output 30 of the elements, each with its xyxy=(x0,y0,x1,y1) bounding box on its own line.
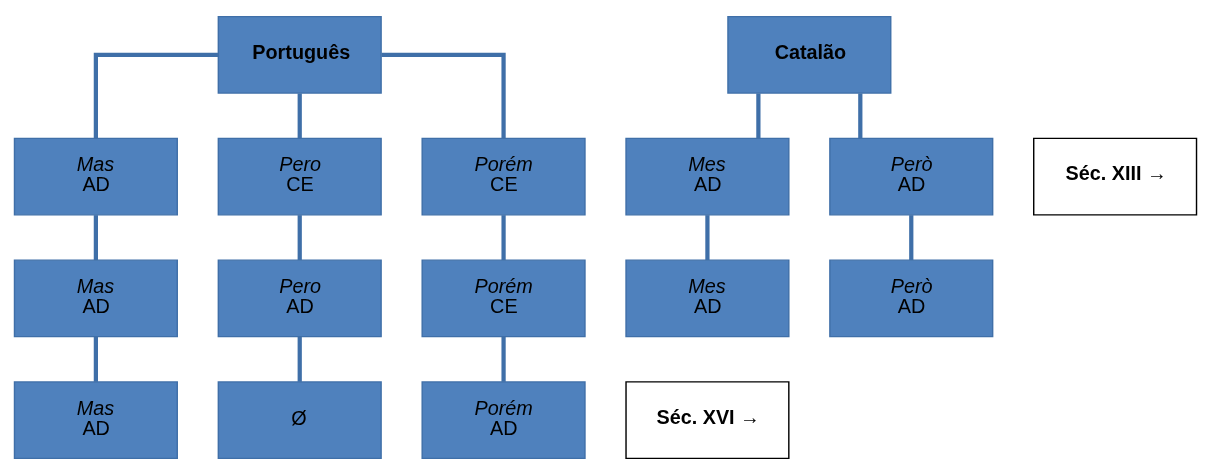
node-box: Pero CE xyxy=(217,137,382,216)
node-box: Séc. XVI → xyxy=(625,381,790,460)
node-box: Però AD xyxy=(829,259,994,338)
node-box: Però AD xyxy=(829,137,994,216)
node-box: Mes AD xyxy=(625,259,790,338)
connector xyxy=(501,215,506,261)
node-box: Pero AD xyxy=(217,259,382,338)
connector xyxy=(501,336,506,382)
node-box: Catalão xyxy=(727,15,892,94)
connector xyxy=(297,93,302,139)
node-box: Mes AD xyxy=(625,137,790,216)
node-box: Porém CE xyxy=(421,137,586,216)
connector xyxy=(705,215,710,261)
node-box: Mas AD xyxy=(13,137,178,216)
connector xyxy=(909,215,914,261)
node-box: Séc. XIII → xyxy=(1033,137,1198,216)
connector xyxy=(297,215,302,261)
connector xyxy=(297,336,302,382)
node-box: Ø xyxy=(217,381,382,460)
node-box: Mas AD xyxy=(13,381,178,460)
node-box: Mas AD xyxy=(13,259,178,338)
connector xyxy=(93,52,218,139)
node-box: Português xyxy=(217,15,382,94)
node-box: Porém AD xyxy=(421,381,586,460)
connector xyxy=(93,336,98,382)
connector xyxy=(756,93,761,139)
node-box: Porém CE xyxy=(421,259,586,338)
connector xyxy=(93,215,98,261)
connector xyxy=(858,93,863,139)
connector xyxy=(381,52,506,139)
